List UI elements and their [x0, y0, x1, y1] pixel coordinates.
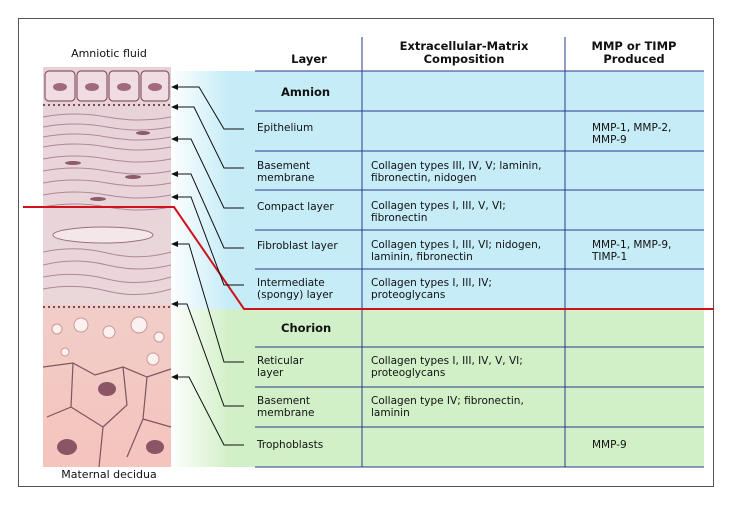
row-8-layer: Trophoblasts — [257, 439, 324, 451]
tissue-illustration — [43, 67, 171, 467]
row-6-ecm: Collagen types I, III, IV, V, VI; proteo… — [371, 355, 523, 379]
section-amnion: Amnion — [281, 85, 331, 99]
trophoblast-cells — [43, 362, 171, 467]
row-3-layer: Compact layer — [257, 201, 334, 213]
row-1-mmp: MMP-1, MMP-2, MMP-9 — [592, 122, 672, 146]
tissue-label-top: Amniotic fluid — [71, 47, 147, 60]
row-4-ecm: Collagen types I, III, VI; nidogen, lami… — [371, 239, 542, 263]
row-7-ecm: Collagen type IV; fibronectin, laminin — [371, 395, 524, 419]
trophoblast-nuclei — [57, 382, 164, 455]
header-layer: Layer — [291, 52, 327, 66]
spongy-space — [52, 226, 154, 244]
header-ecm: Extracellular-Matrix Composition — [399, 39, 529, 66]
row-5-layer: Intermediate (spongy) layer — [257, 277, 333, 301]
tissue-label-bottom: Maternal decidua — [61, 468, 157, 481]
row-7-layer: Basement membrane — [257, 395, 315, 419]
row-4-mmp: MMP-1, MMP-9, TIMP-1 — [592, 239, 672, 263]
row-5-ecm: Collagen types I, III, IV; proteoglycans — [371, 277, 492, 301]
table-grid — [23, 37, 714, 468]
reticular-vacuoles — [51, 316, 165, 366]
row-8-mmp: MMP-9 — [592, 439, 627, 451]
row-2-ecm: Collagen types III, IV, V; laminin, fibr… — [371, 160, 542, 184]
row-4-layer: Fibroblast layer — [257, 240, 338, 252]
row-3-ecm: Collagen types I, III, V, VI; fibronecti… — [371, 200, 506, 224]
figure-frame: Amniotic fluid Maternal decidua — [18, 18, 714, 487]
epithelial-cells — [44, 70, 170, 102]
fibers — [43, 113, 171, 296]
fibroblast-nuclei — [65, 131, 150, 201]
row-2-layer: Basement membrane — [257, 160, 315, 184]
section-chorion: Chorion — [281, 321, 332, 335]
row-6-layer: Reticular layer — [257, 355, 304, 379]
amnion-chorion-boundary — [23, 206, 714, 310]
chorion-band — [169, 309, 704, 467]
header-mmp: MMP or TIMP Produced — [591, 39, 677, 66]
row-1-layer: Epithelium — [257, 122, 314, 134]
